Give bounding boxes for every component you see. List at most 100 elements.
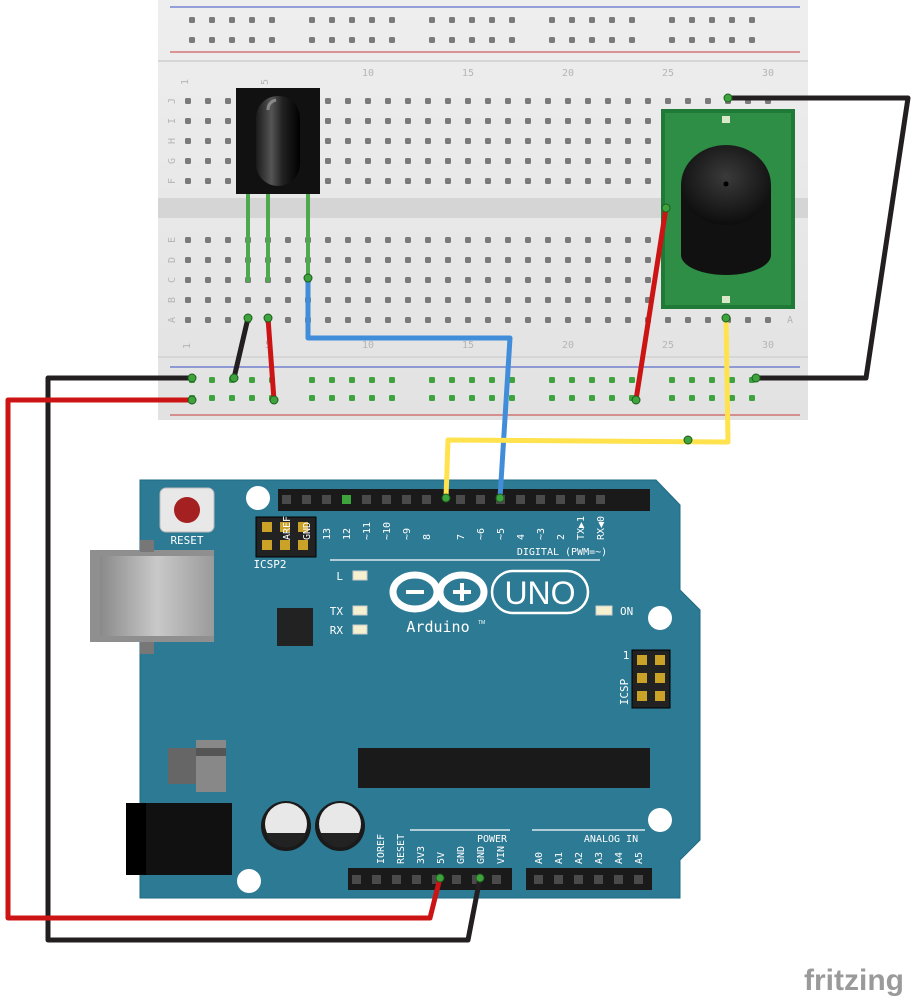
breadboard-hole [489,17,495,23]
breadboard-hole [645,178,651,184]
digital-pin-label: ~11 [362,522,373,540]
breadboard-hole [405,118,411,124]
wire-buzzer-gnd[interactable] [725,95,911,381]
reset-button-cap[interactable] [174,497,200,523]
breadboard-hole [429,395,435,401]
analog-label: ANALOG IN [584,834,638,845]
mounting-hole [246,486,270,510]
breadboard-hole [205,297,211,303]
breadboard-hole [385,277,391,283]
wire-buzzer-vcc[interactable] [633,205,669,403]
breadboard-hole [285,257,291,263]
col-num: 15 [462,340,474,351]
breadboard-hole [565,118,571,124]
model-label: UNO [504,575,575,611]
power-header [348,868,512,890]
breadboard-hole [585,317,591,323]
breadboard-hole [185,237,191,243]
breadboard-hole [185,297,191,303]
col-num: 5 [260,79,271,85]
buzzer-module[interactable]: A [661,109,795,326]
analog-pin-label: A5 [634,852,645,864]
digital-pin-label: TX▶1 [576,516,587,540]
wire-buzzer-signal[interactable] [443,315,731,501]
breadboard-hole [565,98,571,104]
digital-pin-label: 12 [342,528,353,540]
wire-gnd-arduino[interactable] [45,375,483,943]
breadboard-hole [549,377,555,383]
breadboard-hole [465,317,471,323]
breadboard-hole [245,297,251,303]
breadboard-hole [585,118,591,124]
breadboard-hole [345,98,351,104]
breadboard-hole [225,297,231,303]
header-pin [362,495,371,504]
breadboard-hole [665,98,671,104]
col-num: 15 [462,68,474,79]
ir-receiver[interactable] [236,88,320,282]
breadboard-hole [469,395,475,401]
breadboard-hole [565,237,571,243]
breadboard-hole [625,138,631,144]
row-letter: I [167,118,178,124]
breadboard-hole [505,237,511,243]
breadboard-hole [545,138,551,144]
breadboard-hole [349,37,355,43]
breadboard-hole [565,277,571,283]
analog-header [526,868,652,890]
breadboard-hole [385,257,391,263]
breadboard-hole [345,237,351,243]
analog-pin-label: A3 [594,852,605,864]
header-pin [536,495,545,504]
breadboard-hole [645,118,651,124]
breadboard-hole [365,138,371,144]
led-tx-label: TX [330,605,344,618]
breadboard-hole [625,257,631,263]
breadboard-hole [205,178,211,184]
breadboard-hole [445,158,451,164]
wire-ir-signal[interactable] [305,275,513,501]
col-num: 10 [362,68,374,79]
power-jack [126,803,232,875]
header-pin [402,495,411,504]
breadboard-hole [545,257,551,263]
led-rx-label: RX [330,624,344,637]
header-pin [492,875,501,884]
col-num: 20 [562,340,574,351]
wire-ir-gnd[interactable] [231,315,251,381]
wire-5v-arduino[interactable] [5,397,443,921]
breadboard-hole [405,317,411,323]
breadboard-hole [385,118,391,124]
breadboard-hole [369,37,375,43]
breadboard-hole [689,17,695,23]
breadboard-hole [465,178,471,184]
led-on-label: ON [620,605,633,618]
breadboard-hole [609,37,615,43]
reset-button[interactable] [159,487,215,533]
breadboard-hole [405,297,411,303]
wire-endpoint [263,313,273,323]
row-letter: A [167,317,178,323]
row-letters: J I H G F E D C B A [167,98,178,323]
usb-chip [277,608,313,646]
header-pin [596,495,605,504]
breadboard-hole [425,98,431,104]
breadboard-hole [425,138,431,144]
breadboard-hole [465,138,471,144]
breadboard-hole [689,395,695,401]
breadboard-hole [185,178,191,184]
breadboard-hole [485,237,491,243]
breadboard-hole [385,138,391,144]
breadboard-hole [365,257,371,263]
col-num: 30 [762,68,774,79]
breadboard-hole [669,395,675,401]
breadboard-hole [645,158,651,164]
wire-endpoint [269,395,279,405]
icsp-label: ICSP [618,678,631,705]
breadboard-hole [205,118,211,124]
breadboard-hole [749,17,755,23]
breadboard-hole [625,297,631,303]
wire-ir-vcc[interactable] [265,315,277,403]
breadboard-hole [365,98,371,104]
